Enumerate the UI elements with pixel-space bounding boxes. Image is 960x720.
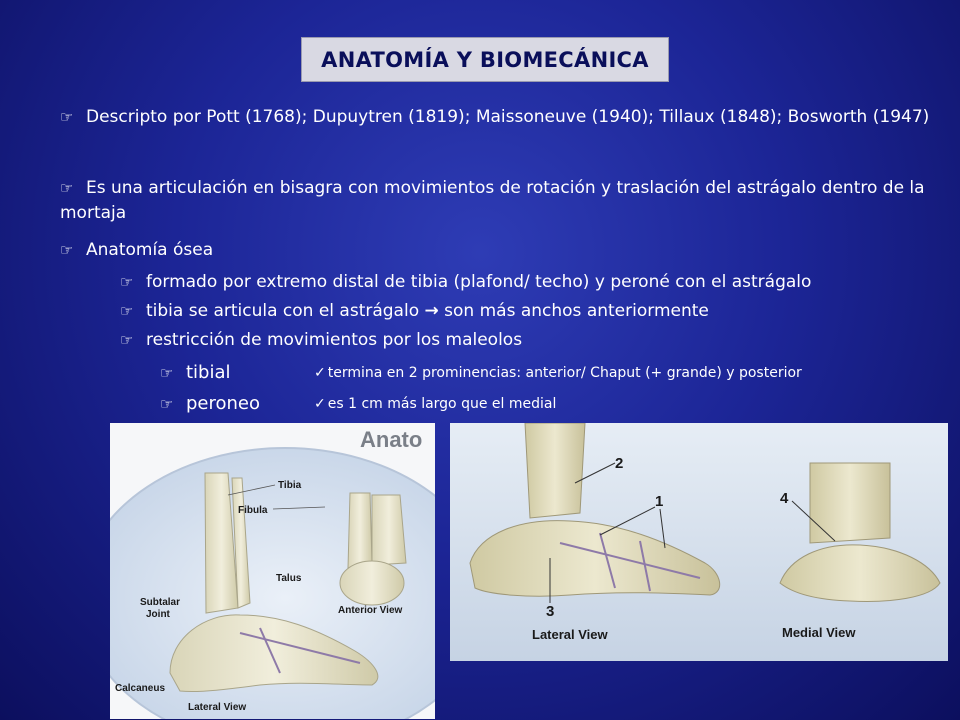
list-item-text: son más anchos anteriormente [444, 301, 709, 321]
maleolo-note-text: termina en 2 prominencias: anterior/ Cha… [327, 365, 802, 381]
ankle-views-illustration: 2 1 3 4 Lateral View Medial View [450, 423, 948, 661]
pointing-hand-icon [60, 176, 86, 201]
page-title-text: ANATOMÍA Y BIOMECÁNICA [321, 47, 649, 72]
label-calcaneus: Calcaneus [115, 683, 165, 694]
label-talus: Talus [276, 573, 302, 584]
label-subtalar: Subtalar [140, 597, 180, 608]
ankle-anatomy-illustration: Anato Tibia Fibula Talus Subtalar Joint … [110, 423, 435, 719]
list-item-text: tibia se articula con el astrágalo [146, 301, 420, 321]
section-heading: Anatomía ósea [60, 238, 213, 263]
list-item-text: restricción de movimientos por los maleo… [146, 330, 523, 350]
list-item-text: formado por extremo distal de tibia (pla… [146, 272, 812, 292]
list-item: tibia se articula con el astrágalo → son… [120, 299, 709, 324]
label-joint: Joint [146, 609, 171, 620]
maleolo-note: es 1 cm más largo que el medial [314, 393, 556, 415]
pointing-hand-icon [60, 105, 86, 130]
label-fibula: Fibula [238, 505, 268, 516]
maleolo-note: termina en 2 prominencias: anterior/ Cha… [314, 362, 802, 384]
label-number-4: 4 [780, 490, 789, 507]
ankle-views-figure: 2 1 3 4 Lateral View Medial View [450, 423, 948, 661]
pointing-hand-icon [160, 392, 186, 417]
paragraph-history: Descripto por Pott (1768); Dupuytren (18… [60, 105, 940, 130]
maleolo-peroneo: peroneo [160, 391, 260, 417]
right-arrow-icon: → [424, 301, 439, 321]
maleolo-tibial: tibial [160, 360, 231, 386]
section-heading-text: Anatomía ósea [86, 240, 214, 260]
label-medial-view: Medial View [782, 625, 856, 640]
pointing-hand-icon [120, 328, 146, 353]
pointing-hand-icon [120, 299, 146, 324]
label-anterior-view: Anterior View [338, 605, 402, 616]
label-tibia: Tibia [278, 480, 302, 491]
pointing-hand-icon [120, 270, 146, 295]
label-lateral-view: Lateral View [532, 627, 609, 642]
maleolo-note-text: es 1 cm más largo que el medial [327, 396, 557, 412]
maleolo-label: tibial [186, 362, 231, 383]
figure-header-text: Anato [360, 427, 422, 452]
checkmark-icon [314, 396, 328, 412]
ankle-anatomy-figure: Anato Tibia Fibula Talus Subtalar Joint … [110, 423, 435, 719]
paragraph-history-text: Descripto por Pott (1768); Dupuytren (18… [86, 107, 930, 127]
paragraph-articulation-text: Es una articulación en bisagra con movim… [60, 178, 925, 223]
label-number-1: 1 [655, 493, 663, 510]
page-title: ANATOMÍA Y BIOMECÁNICA [301, 37, 669, 82]
label-lateral-view: Lateral View [188, 702, 246, 713]
paragraph-articulation: Es una articulación en bisagra con movim… [60, 176, 940, 226]
label-number-2: 2 [615, 455, 623, 472]
checkmark-icon [314, 365, 328, 381]
pointing-hand-icon [160, 361, 186, 386]
maleolo-label: peroneo [186, 393, 261, 414]
pointing-hand-icon [60, 238, 86, 263]
label-number-3: 3 [546, 603, 554, 620]
list-item: formado por extremo distal de tibia (pla… [120, 270, 811, 295]
list-item: restricción de movimientos por los maleo… [120, 328, 522, 353]
